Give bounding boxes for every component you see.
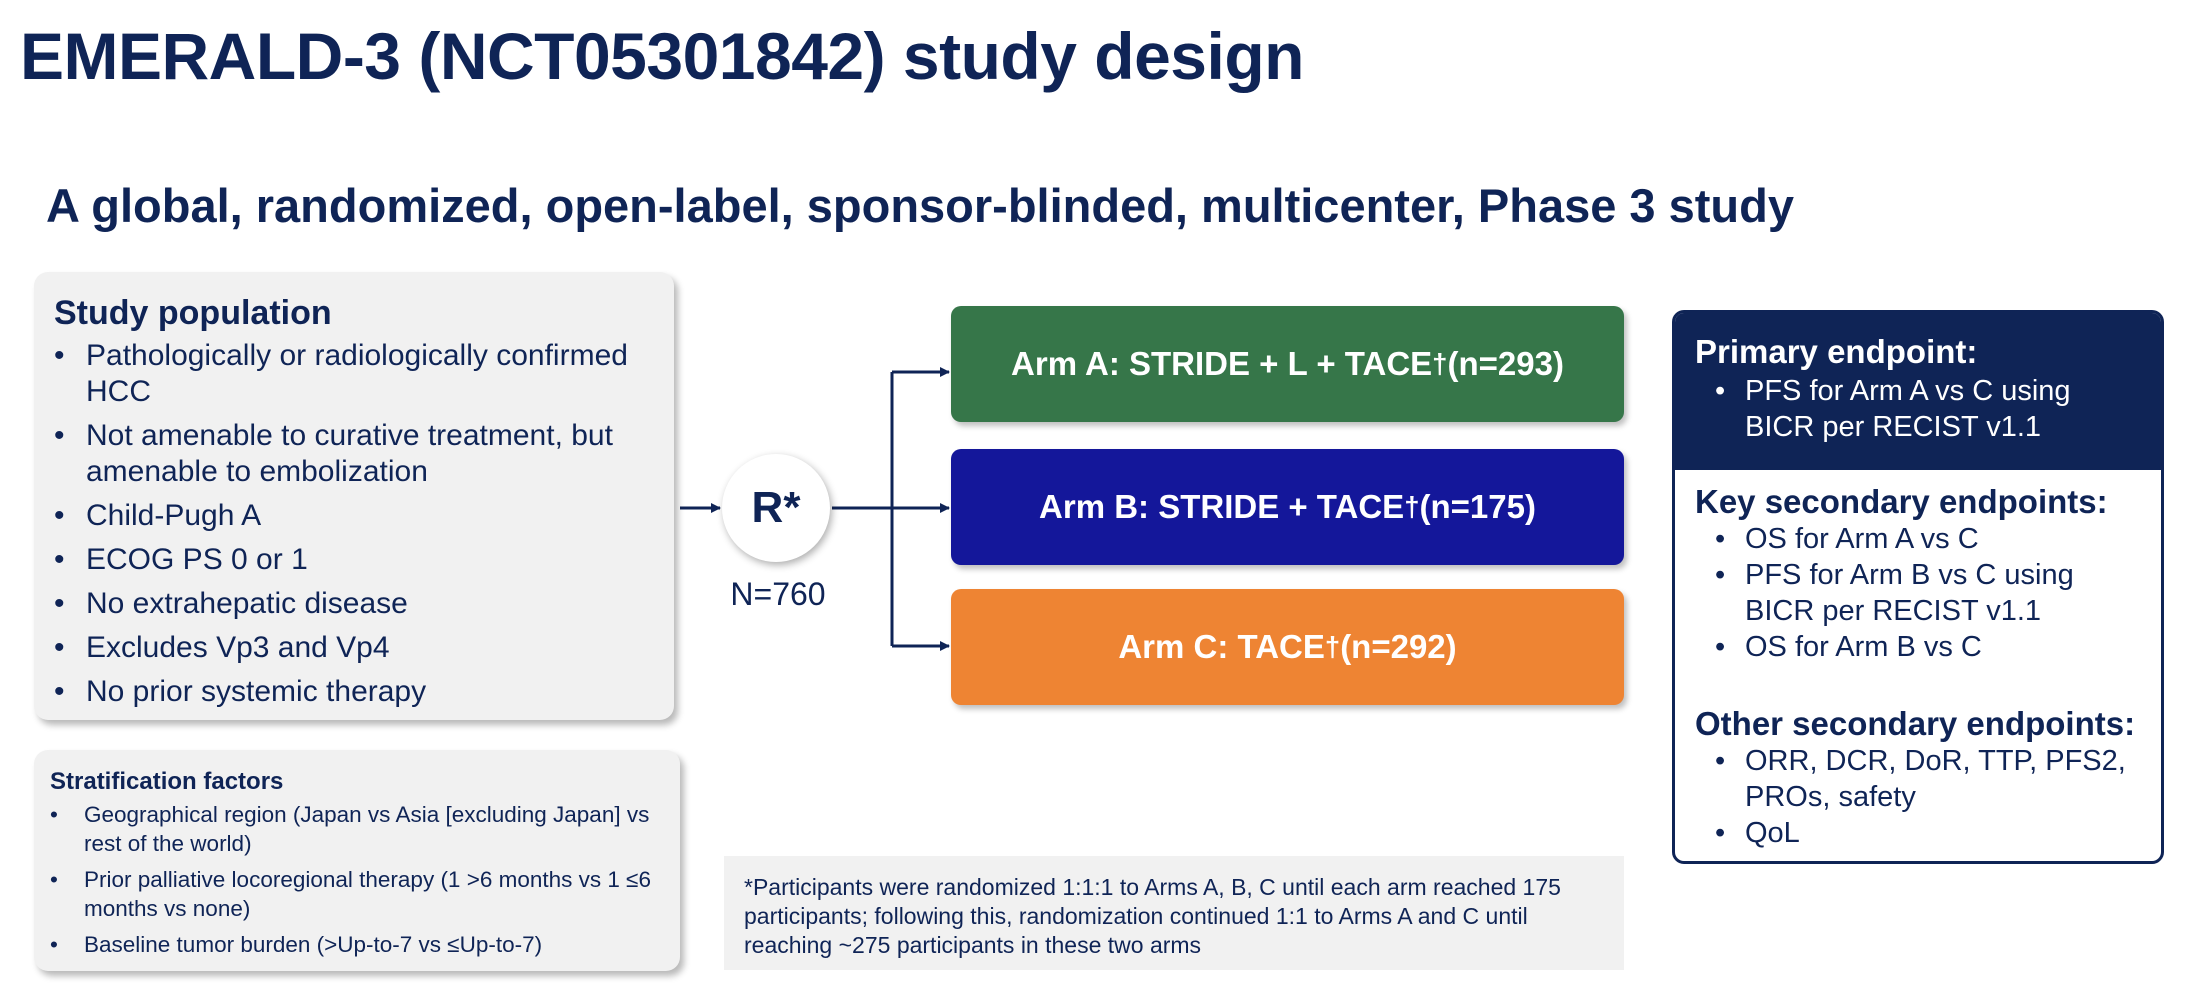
primary-endpoint-heading: Primary endpoint: [1695, 333, 1978, 370]
arm-b-label: Arm B: STRIDE + TACE [1039, 488, 1405, 525]
randomization-node: R* [722, 454, 830, 562]
arm-a-box: Arm A: STRIDE + L + TACE† (n=293) [951, 306, 1624, 422]
stratification-heading: Stratification factors [50, 768, 284, 795]
page-subtitle: A global, randomized, open-label, sponso… [46, 179, 1794, 232]
arm-c-box: Arm C: TACE† (n=292) [951, 589, 1624, 705]
list-item: OS for Arm B vs C [1695, 629, 2145, 665]
list-item: No prior systemic therapy [54, 674, 654, 710]
arm-c-label: Arm C: TACE [1118, 628, 1325, 665]
arm-b-box: Arm B: STRIDE + TACE† (n=175) [951, 449, 1624, 565]
list-item: No extrahepatic disease [54, 586, 654, 622]
list-item: Baseline tumor burden (>Up-to-7 vs ≤Up-t… [50, 930, 670, 959]
study-population-heading: Study population [54, 294, 332, 332]
list-item: OS for Arm A vs C [1695, 521, 2145, 557]
arm-c-dagger: † [1324, 631, 1341, 662]
stratification-panel: Stratification factors Geographical regi… [34, 750, 680, 971]
list-item: Pathologically or radiologically confirm… [54, 338, 654, 410]
key-secondary-list: OS for Arm A vs C PFS for Arm B vs C usi… [1695, 521, 2145, 665]
list-item: Geographical region (Japan vs Asia [excl… [50, 800, 670, 858]
primary-endpoint-list: PFS for Arm A vs C using BICR per RECIST… [1695, 373, 2145, 445]
stratification-list: Geographical region (Japan vs Asia [excl… [50, 800, 670, 966]
arm-a-count: (n=293) [1447, 345, 1564, 382]
list-item: Child-Pugh A [54, 498, 654, 534]
sample-size-label: N=760 [730, 576, 826, 612]
endpoints-panel: Primary endpoint: PFS for Arm A vs C usi… [1672, 310, 2164, 864]
other-secondary-heading: Other secondary endpoints: [1695, 705, 2136, 742]
list-item: PFS for Arm B vs C using BICR per RECIST… [1695, 557, 2145, 629]
list-item: Prior palliative locoregional therapy (1… [50, 865, 670, 923]
list-item: ORR, DCR, DoR, TTP, PFS2, PROs, safety [1695, 743, 2145, 815]
arm-b-dagger: † [1404, 491, 1420, 522]
other-secondary-list: ORR, DCR, DoR, TTP, PFS2, PROs, safety Q… [1695, 743, 2145, 851]
randomization-footnote: *Participants were randomized 1:1:1 to A… [744, 874, 1561, 958]
randomization-label: R* [751, 483, 801, 532]
page-title: EMERALD-3 (NCT05301842) study design [20, 19, 1305, 93]
arm-a-dagger: † [1432, 348, 1448, 379]
list-item: ECOG PS 0 or 1 [54, 542, 654, 578]
primary-endpoint-section: Primary endpoint: PFS for Arm A vs C usi… [1675, 313, 2161, 470]
list-item: Not amenable to curative treatment, but … [54, 418, 654, 490]
study-population-panel: Study population Pathologically or radio… [34, 272, 674, 720]
list-item: QoL [1695, 815, 2145, 851]
arm-a-label: Arm A: STRIDE + L + TACE [1011, 345, 1433, 382]
arm-b-count: (n=175) [1419, 488, 1536, 525]
arm-c-count: (n=292) [1340, 628, 1457, 665]
study-population-list: Pathologically or radiologically confirm… [54, 338, 654, 718]
list-item: Excludes Vp3 and Vp4 [54, 630, 654, 666]
randomization-footnote-panel: *Participants were randomized 1:1:1 to A… [724, 856, 1624, 970]
key-secondary-heading: Key secondary endpoints: [1695, 483, 2108, 520]
list-item: PFS for Arm A vs C using BICR per RECIST… [1695, 373, 2145, 445]
